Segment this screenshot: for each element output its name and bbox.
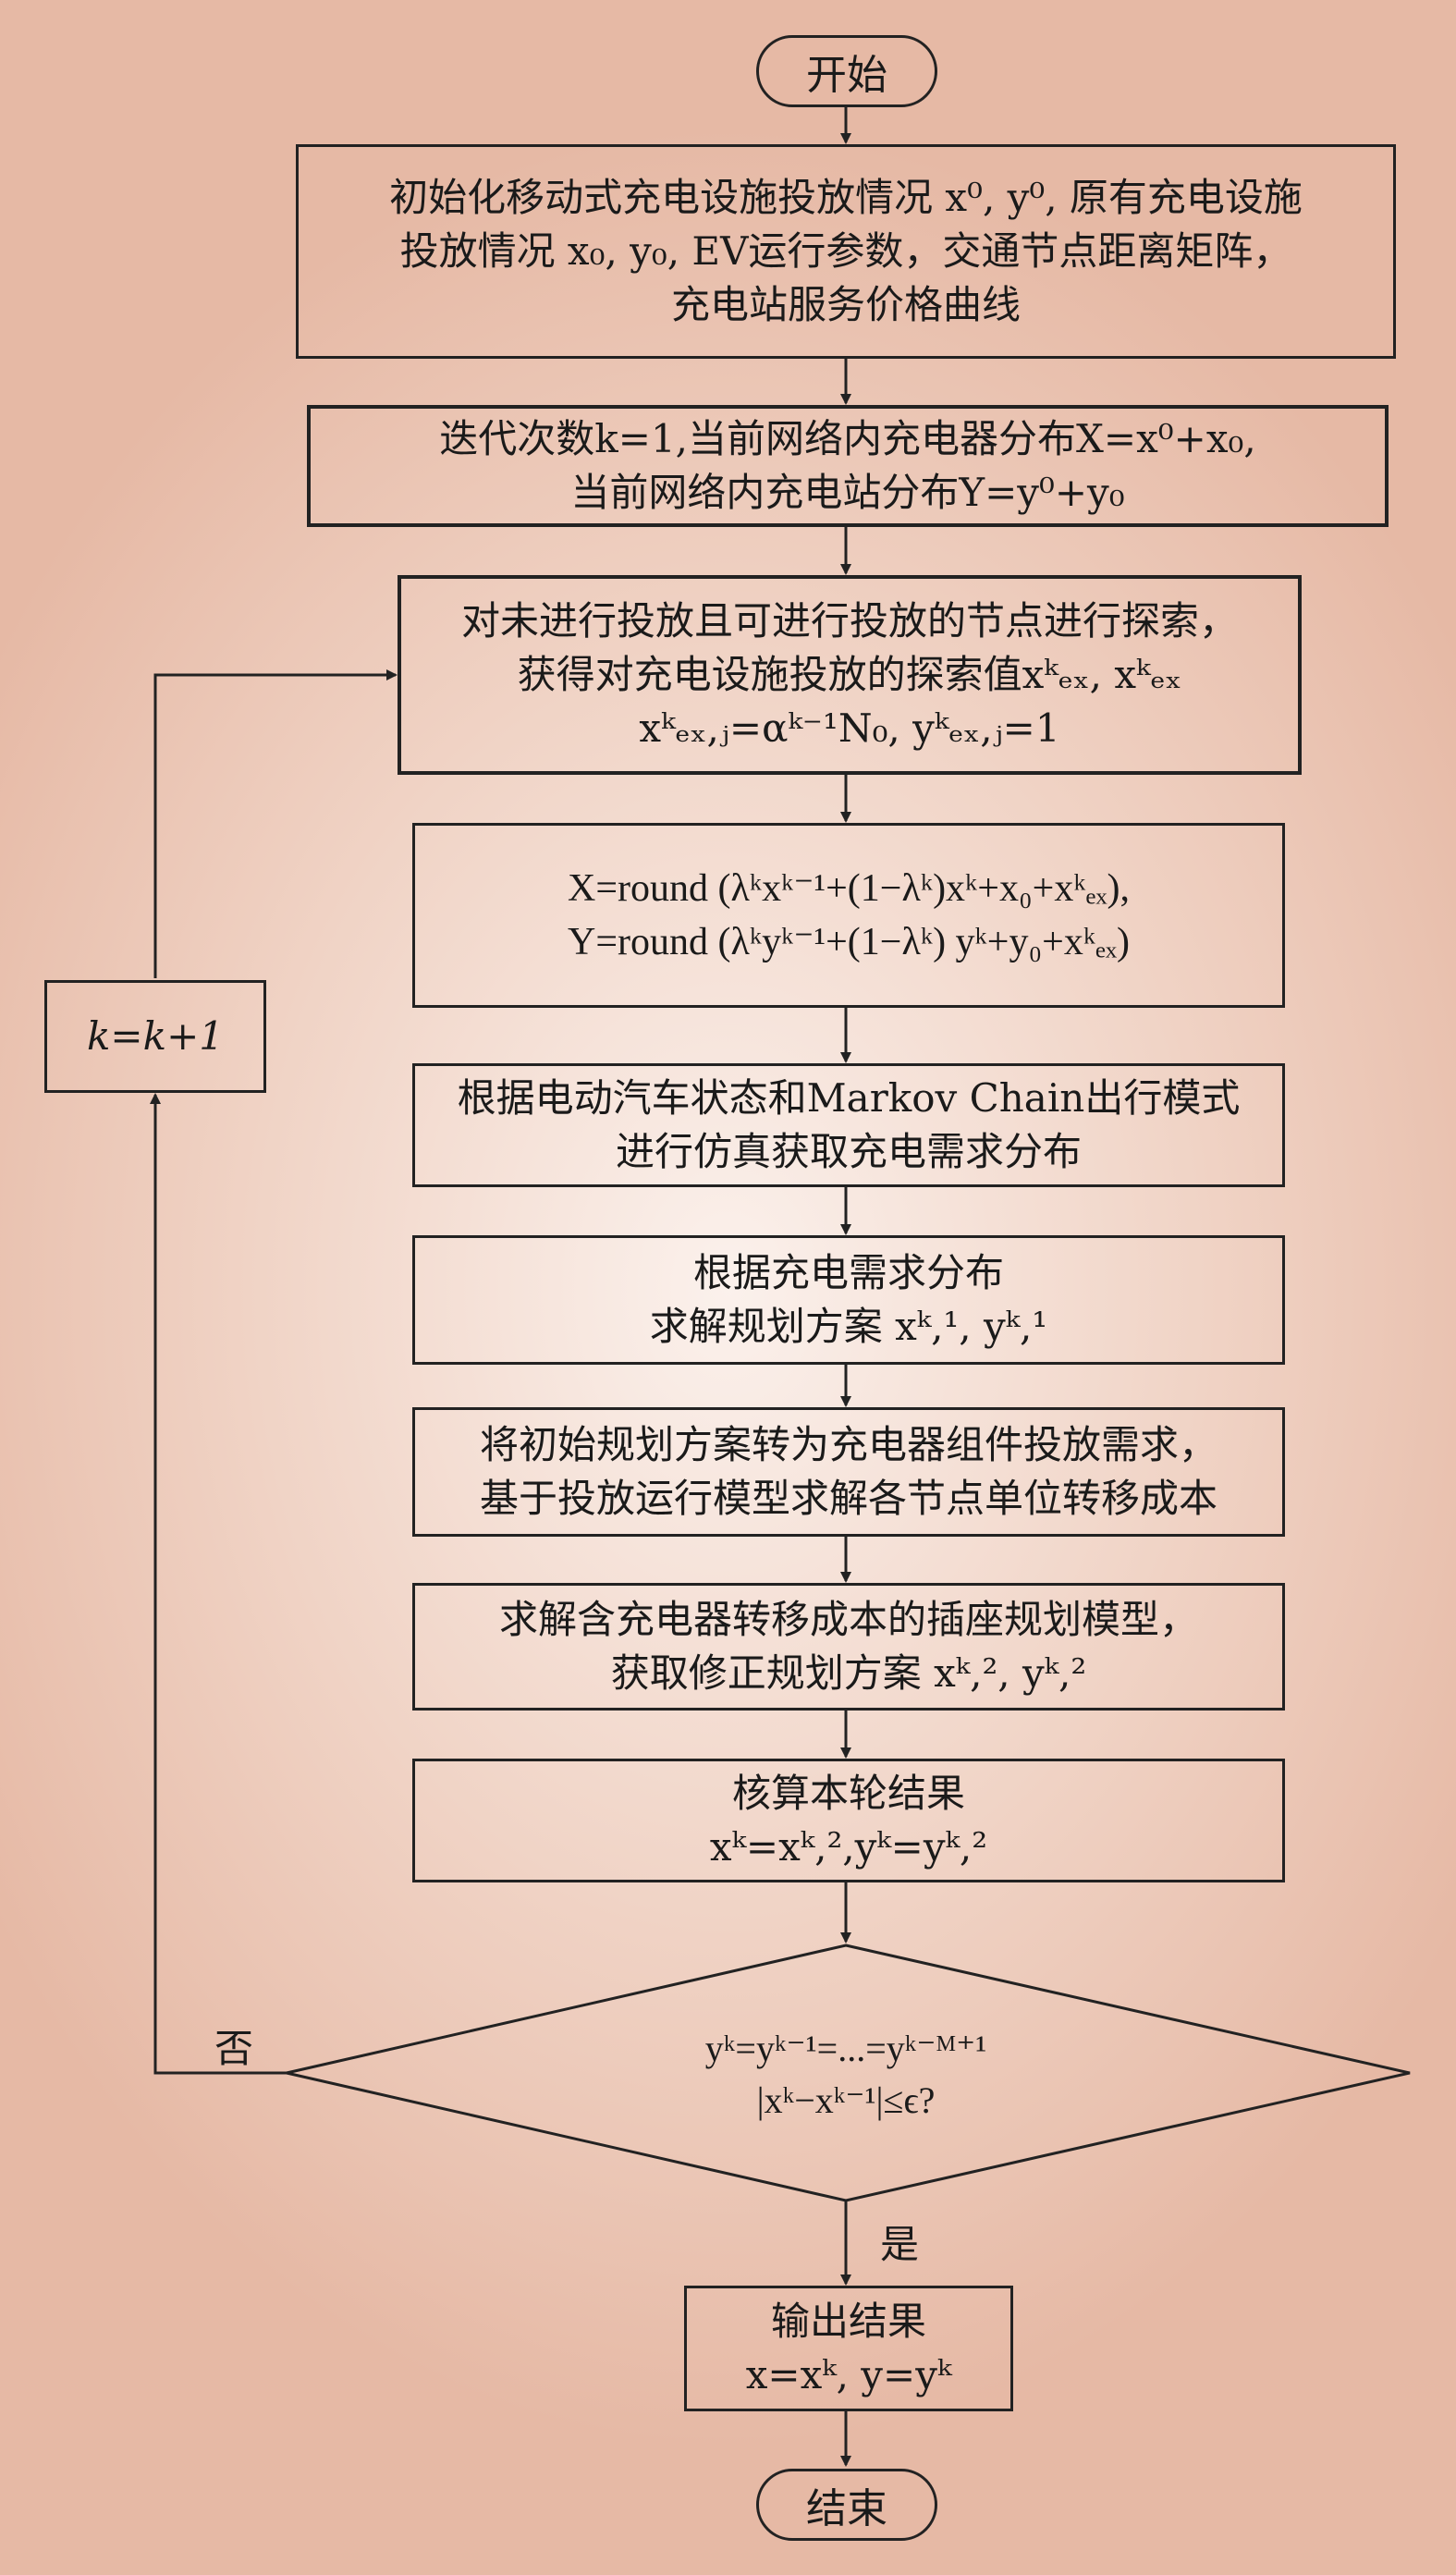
start-label: 开始 — [806, 52, 887, 99]
edge-label-no: 否 — [214, 2026, 254, 2071]
iter-init-line-2: 当前网络内充电站分布Y=y⁰+y₀ — [570, 470, 1125, 515]
increment-label: k=k+1 — [86, 1013, 224, 1059]
decision-line-2: |xᵏ−xᵏ⁻¹|≤ϵ? — [756, 2079, 936, 2121]
init-line-2: 投放情况 x₀, y₀, EV运行参数，交通节点距离矩阵， — [399, 228, 1292, 274]
output-line-2: x=xᵏ, y=yᵏ — [745, 2352, 952, 2397]
decision-text: yᵏ=yᵏ⁻¹=...=yᵏ⁻ᴹ⁺¹ |xᵏ−xᵏ⁻¹|≤ϵ? — [592, 2023, 1100, 2127]
init-box: 初始化移动式充电设施投放情况 x⁰, y⁰, 原有充电设施 投放情况 x₀, y… — [296, 144, 1396, 359]
solve-plan-box: 根据充电需求分布 求解规划方案 xᵏ,¹, yᵏ,¹ — [412, 1235, 1285, 1365]
init-line-3: 充电站服务价格曲线 — [670, 282, 1021, 327]
explore-line-3: xᵏₑₓ,ⱼ=αᵏ⁻¹N₀, yᵏₑₓ,ⱼ=1 — [639, 705, 1060, 751]
arrow-no-loop-up — [150, 1093, 287, 2075]
decision-line-1: yᵏ=yᵏ⁻¹=...=yᵏ⁻ᴹ⁺¹ — [704, 2028, 987, 2069]
transfer-cost-box: 将初始规划方案转为充电器组件投放需求， 基于投放运行模型求解各节点单位转移成本 — [412, 1407, 1285, 1537]
explore-line-1: 对未进行投放且可进行投放的节点进行探索， — [460, 598, 1238, 644]
revise-line-1: 求解含充电器转移成本的插座规划模型， — [498, 1597, 1198, 1642]
simulate-line-2: 进行仿真获取充电需求分布 — [615, 1129, 1082, 1174]
revise-line-2: 获取修正规划方案 xᵏ,², yᵏ,² — [610, 1650, 1087, 1696]
transfer-cost-line-1: 将初始规划方案转为充电器组件投放需求， — [479, 1422, 1217, 1467]
init-line-1: 初始化移动式充电设施投放情况 x⁰, y⁰, 原有充电设施 — [389, 175, 1303, 220]
iter-init-line-1: 迭代次数k=1,当前网络内充电器分布X=x⁰+x₀, — [439, 416, 1256, 461]
update-line-1: X=round (λᵏxᵏ⁻¹+(1−λᵏ)xᵏ+x₀+xᵏₑₓ), — [567, 867, 1130, 910]
increment-box: k=k+1 — [44, 980, 266, 1093]
check-line-2: xᵏ=xᵏ,²,yᵏ=yᵏ,² — [709, 1824, 988, 1870]
end-node: 结束 — [756, 2469, 937, 2541]
output-box: 输出结果 x=xᵏ, y=yᵏ — [684, 2286, 1013, 2411]
revise-box: 求解含充电器转移成本的插座规划模型， 获取修正规划方案 xᵏ,², yᵏ,² — [412, 1583, 1285, 1711]
update-line-2: Y=round (λᵏyᵏ⁻¹+(1−λᵏ) yᵏ+y₀+xᵏₑₓ) — [567, 921, 1130, 963]
simulate-line-1: 根据电动汽车状态和Markov Chain出行模式 — [457, 1075, 1241, 1121]
check-line-1: 核算本轮结果 — [731, 1771, 965, 1816]
solve-plan-line-2: 求解规划方案 xᵏ,¹, yᵏ,¹ — [649, 1304, 1048, 1349]
decision-diamond — [286, 1944, 1411, 2202]
edge-label-yes: 是 — [880, 2222, 920, 2267]
solve-plan-line-1: 根据充电需求分布 — [692, 1250, 1004, 1295]
transfer-cost-line-2: 基于投放运行模型求解各节点单位转移成本 — [479, 1476, 1217, 1521]
end-label: 结束 — [806, 2485, 887, 2532]
check-box: 核算本轮结果 xᵏ=xᵏ,²,yᵏ=yᵏ,² — [412, 1759, 1285, 1882]
start-node: 开始 — [756, 35, 937, 107]
explore-line-2: 获得对充电设施投放的探索值xᵏₑₓ, xᵏₑₓ — [517, 652, 1182, 697]
iter-init-box: 迭代次数k=1,当前网络内充电器分布X=x⁰+x₀, 当前网络内充电站分布Y=y… — [307, 405, 1389, 527]
update-box: X=round (λᵏxᵏ⁻¹+(1−λᵏ)xᵏ+x₀+xᵏₑₓ), Y=rou… — [412, 823, 1285, 1008]
explore-box: 对未进行投放且可进行投放的节点进行探索， 获得对充电设施投放的探索值xᵏₑₓ, … — [398, 575, 1302, 775]
arrow-increment-explore — [153, 669, 398, 978]
output-line-1: 输出结果 — [770, 2299, 926, 2344]
simulate-box: 根据电动汽车状态和Markov Chain出行模式 进行仿真获取充电需求分布 — [412, 1063, 1285, 1187]
